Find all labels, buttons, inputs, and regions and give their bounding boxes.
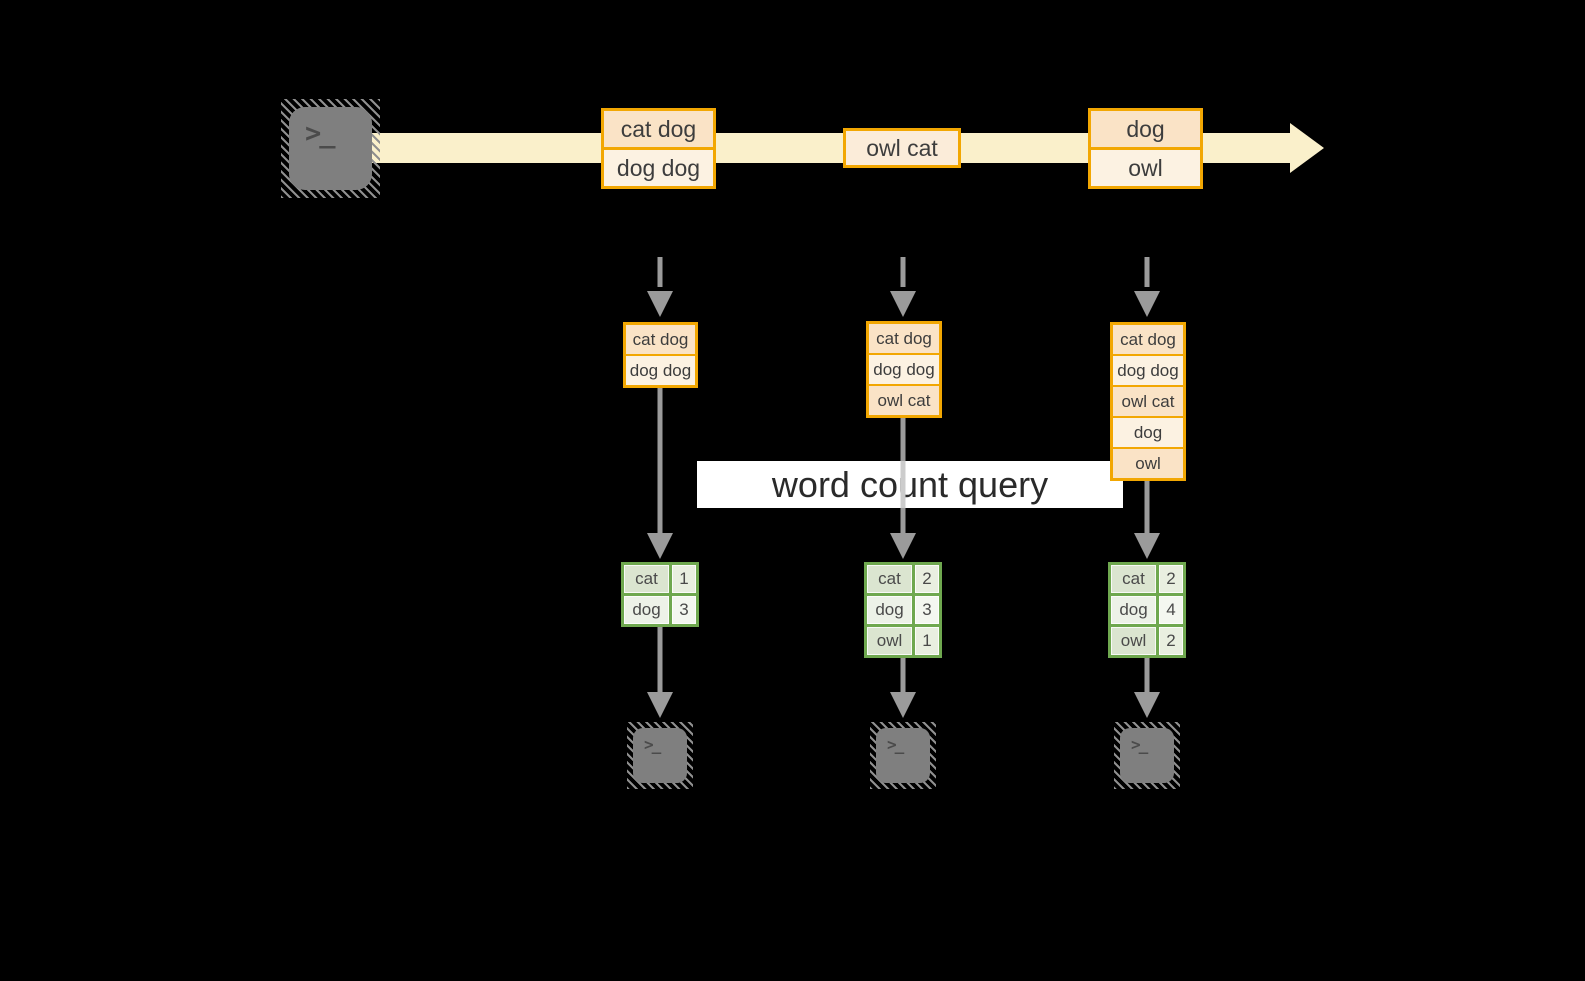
word-cell: owl <box>1111 627 1156 655</box>
arrow-down-icon <box>1134 692 1160 718</box>
sink-terminal-icon-1: >_ <box>627 722 693 789</box>
record: cat dog <box>626 325 695 354</box>
word-cell: dog <box>624 596 669 624</box>
sink-terminal-icon-3: >_ <box>1114 722 1180 789</box>
count-cell: 3 <box>672 596 696 624</box>
prompt-glyph: >_ <box>644 735 661 754</box>
timeline-record-group-1: cat dog dog dog <box>601 108 716 189</box>
dashed-flow-line <box>1144 257 1150 287</box>
word-cell: dog <box>867 596 912 624</box>
arrow-down-icon <box>1134 533 1160 559</box>
record-buffer-1: cat dog dog dog <box>623 322 698 388</box>
record: dog <box>1113 418 1183 447</box>
record-buffer-2: cat dog dog dog owl cat <box>866 321 942 418</box>
record: cat dog <box>869 324 939 353</box>
arrow-down-icon <box>647 291 673 317</box>
word-cell: dog <box>1111 596 1156 624</box>
word-cell: cat <box>867 565 912 593</box>
flow-line <box>657 627 663 693</box>
record: owl cat <box>1113 387 1183 416</box>
record: owl <box>1113 449 1183 478</box>
flow-line <box>900 658 906 693</box>
word-count-table-1: cat 1 dog 3 <box>621 562 699 627</box>
prompt-glyph: >_ <box>887 735 904 754</box>
record: owl <box>1091 150 1200 186</box>
arrow-down-icon <box>890 533 916 559</box>
count-cell: 2 <box>1159 565 1183 593</box>
arrow-down-icon <box>647 533 673 559</box>
word-cell: cat <box>1111 565 1156 593</box>
stream-timeline-arrowhead-icon <box>1290 123 1324 173</box>
record: cat dog <box>604 111 713 147</box>
count-cell: 1 <box>915 627 939 655</box>
record: dog dog <box>869 355 939 384</box>
terminal-screen: >_ <box>633 728 687 783</box>
record: dog dog <box>1113 356 1183 385</box>
record-buffer-3: cat dog dog dog owl cat dog owl <box>1110 322 1186 481</box>
record: dog <box>1091 111 1200 147</box>
record: dog dog <box>604 150 713 186</box>
terminal-screen: >_ <box>876 728 930 783</box>
source-terminal-icon: >_ <box>281 99 380 198</box>
sink-terminal-icon-2: >_ <box>870 722 936 789</box>
record: owl cat <box>869 386 939 415</box>
arrow-down-icon <box>647 692 673 718</box>
word-count-table-2: cat 2 dog 3 owl 1 <box>864 562 942 658</box>
record: cat dog <box>1113 325 1183 354</box>
arrow-down-icon <box>1134 291 1160 317</box>
count-cell: 4 <box>1159 596 1183 624</box>
word-count-table-3: cat 2 dog 4 owl 2 <box>1108 562 1186 658</box>
flow-line-overlay <box>900 461 906 508</box>
word-cell: owl <box>867 627 912 655</box>
arrow-down-icon <box>890 291 916 317</box>
word-cell: cat <box>624 565 669 593</box>
count-cell: 3 <box>915 596 939 624</box>
record: dog dog <box>626 356 695 385</box>
prompt-glyph: >_ <box>305 118 335 149</box>
dashed-flow-line <box>657 257 663 287</box>
flow-line <box>657 388 663 536</box>
timeline-record-group-2: owl cat <box>843 128 961 168</box>
count-cell: 1 <box>672 565 696 593</box>
flow-line <box>1144 481 1150 536</box>
arrow-down-icon <box>890 692 916 718</box>
terminal-screen: >_ <box>1120 728 1174 783</box>
flow-line <box>1144 658 1150 693</box>
query-label: word count query <box>697 461 1123 508</box>
count-cell: 2 <box>915 565 939 593</box>
count-cell: 2 <box>1159 627 1183 655</box>
record: owl cat <box>846 131 958 165</box>
dashed-flow-line <box>900 257 906 287</box>
timeline-record-group-3: dog owl <box>1088 108 1203 189</box>
prompt-glyph: >_ <box>1131 735 1148 754</box>
terminal-screen: >_ <box>289 107 372 190</box>
